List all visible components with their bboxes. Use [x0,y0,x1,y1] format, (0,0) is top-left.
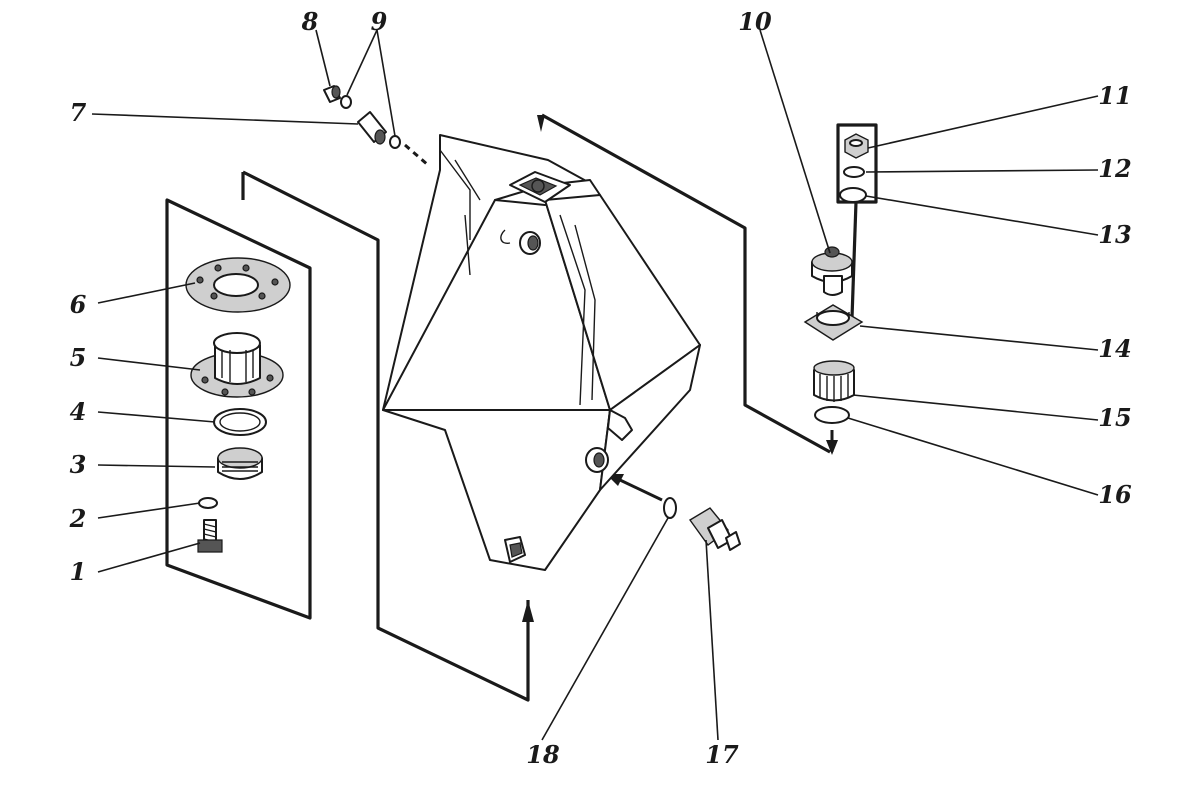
part-label-12: 12 [1098,154,1131,183]
fuel-tank [382,134,701,571]
part-number-labels: 1 2 3 4 5 6 7 8 9 10 11 12 13 14 15 16 1… [69,7,1132,769]
part-label-8: 8 [301,7,319,36]
part-label-10: 10 [738,7,772,36]
part-1-bolt [197,519,223,553]
part-label-11: 11 [1098,81,1131,110]
part-label-3: 3 [70,450,87,479]
frame-inner-left [241,170,530,702]
part-label-2: 2 [69,504,87,533]
arrow-right-down [826,440,838,455]
arrow-bottom-up [522,600,534,622]
part-label-4: 4 [70,397,87,426]
part-label-1: 1 [70,557,87,586]
part-label-7: 7 [70,98,87,127]
part-9-seals [340,95,401,149]
part-label-18: 18 [526,740,560,769]
frame-outer-left [165,198,312,620]
part-11-nut [844,133,869,159]
part-label-14: 14 [1098,334,1131,363]
part-label-17: 17 [705,740,739,769]
filler-neck [509,171,571,203]
part-4-ring [213,408,267,436]
left-assembly-frames [165,170,530,702]
part-label-15: 15 [1098,403,1131,432]
part-7-coupling [357,111,387,145]
part-2-washer [198,497,218,509]
leader-lines [91,29,1099,741]
part-13-washer [839,187,867,203]
part-label-5: 5 [70,343,87,372]
part-6-gasket [185,257,291,313]
right-bracket-frame [836,123,878,319]
part-16-ring [814,406,850,424]
part-label-6: 6 [70,290,87,319]
part-label-9: 9 [371,7,388,36]
part-3-plug [217,447,263,480]
part-label-16: 16 [1098,480,1132,509]
tank-front-lower [382,409,611,571]
frame-right [541,113,831,454]
part-18-ring [663,497,677,519]
part-14-flange [803,304,864,341]
part-8-plug [323,85,341,103]
part-12-washer [843,166,865,178]
part-label-13: 13 [1098,220,1131,249]
part-17-sensor [688,507,741,551]
part-5-flange [190,332,284,398]
arrow-top-down [537,115,545,132]
part-15-filter [813,360,855,402]
part-10-cap [811,246,853,296]
